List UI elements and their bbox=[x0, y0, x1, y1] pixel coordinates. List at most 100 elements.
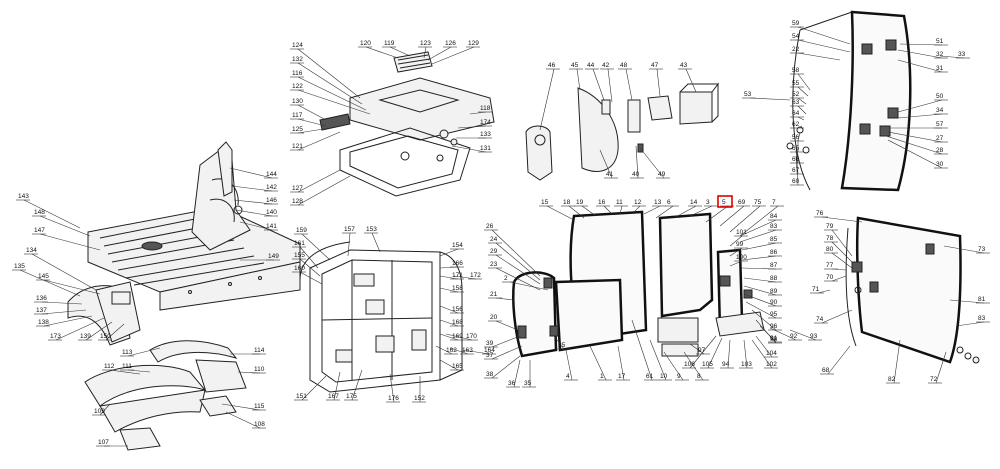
leader-line-38 bbox=[491, 355, 521, 379]
callout-57: 57 bbox=[936, 121, 944, 128]
callout-169: 169 bbox=[452, 333, 463, 340]
leader-line-103 bbox=[743, 339, 748, 369]
leader-line-136 bbox=[41, 301, 83, 305]
leader-line-71 bbox=[817, 289, 831, 294]
leader-line-21 bbox=[495, 297, 515, 301]
leader-line-11 bbox=[619, 205, 623, 215]
leader-line-29 bbox=[495, 254, 541, 285]
callout-2: 2 bbox=[504, 275, 508, 282]
callout-157: 157 bbox=[344, 226, 355, 233]
leader-line-165 bbox=[439, 359, 459, 371]
callout-83: 83 bbox=[978, 315, 986, 322]
callout-153: 153 bbox=[366, 226, 377, 233]
callout-77: 77 bbox=[826, 262, 834, 269]
leader-line-123 bbox=[423, 46, 427, 59]
callout-111: 111 bbox=[122, 363, 132, 370]
leader-line-93 bbox=[789, 329, 817, 341]
leader-line-116 bbox=[297, 76, 367, 111]
leader-line-113 bbox=[127, 347, 161, 357]
leader-line-49 bbox=[639, 147, 665, 179]
leader-line-89 bbox=[743, 285, 777, 296]
callout-83: 83 bbox=[770, 223, 778, 230]
callout-9: 9 bbox=[677, 373, 681, 380]
callout-151: 151 bbox=[296, 393, 307, 400]
callout-80: 80 bbox=[826, 246, 834, 253]
callout-141: 141 bbox=[266, 223, 277, 230]
leader-line-67 bbox=[795, 149, 799, 175]
callout-66: 66 bbox=[792, 156, 800, 163]
callout-85: 85 bbox=[770, 236, 778, 243]
callout-140: 140 bbox=[266, 209, 277, 216]
callout-149: 149 bbox=[268, 253, 279, 260]
leader-line-8 bbox=[683, 351, 704, 381]
callout-73: 73 bbox=[978, 246, 986, 253]
callout-1: 1 bbox=[600, 373, 604, 380]
leader-line-109 bbox=[99, 403, 111, 416]
leader-line-127 bbox=[297, 169, 341, 193]
leader-line-1 bbox=[589, 345, 607, 381]
callout-63: 63 bbox=[792, 99, 800, 106]
callout-18: 18 bbox=[563, 199, 571, 206]
callout-56: 56 bbox=[792, 134, 800, 141]
callout-60: 60 bbox=[792, 178, 800, 185]
callout-122: 122 bbox=[292, 83, 303, 90]
callout-30: 30 bbox=[936, 161, 944, 168]
leader-line-137 bbox=[41, 309, 87, 315]
callout-107: 107 bbox=[98, 439, 109, 446]
leader-line-63 bbox=[797, 105, 807, 115]
callout-86: 86 bbox=[770, 249, 778, 256]
callout-160: 160 bbox=[294, 265, 305, 272]
callout-37: 37 bbox=[486, 352, 494, 359]
callout-129: 129 bbox=[468, 40, 479, 47]
callout-136: 136 bbox=[36, 295, 47, 302]
leader-line-47 bbox=[656, 68, 661, 97]
callout-19: 19 bbox=[576, 199, 584, 206]
callout-100: 100 bbox=[736, 254, 747, 261]
callout-55: 55 bbox=[792, 80, 800, 87]
callout-79: 79 bbox=[826, 223, 834, 230]
callout-14: 14 bbox=[690, 199, 698, 206]
leader-line-158 bbox=[439, 287, 459, 293]
leader-line-134 bbox=[31, 253, 97, 291]
leader-line-122 bbox=[297, 89, 371, 115]
leader-line-7 bbox=[739, 205, 779, 237]
callout-50: 50 bbox=[936, 93, 944, 100]
leader-line-101 bbox=[729, 235, 743, 247]
callout-leaders bbox=[12, 26, 990, 447]
leader-line-143 bbox=[23, 199, 81, 229]
callout-91: 91 bbox=[770, 335, 778, 342]
leader-line-167 bbox=[333, 371, 341, 401]
leader-line-135 bbox=[19, 269, 81, 297]
rear-left-fender bbox=[67, 281, 141, 346]
callout-109: 109 bbox=[94, 408, 105, 415]
leader-line-155 bbox=[299, 258, 321, 277]
leader-line-105 bbox=[707, 337, 723, 369]
leader-line-172 bbox=[453, 275, 477, 280]
leader-line-150 bbox=[105, 323, 125, 341]
leader-line-10 bbox=[649, 339, 667, 381]
callout-117: 117 bbox=[292, 112, 303, 119]
leader-line-4 bbox=[565, 349, 573, 381]
callout-10: 10 bbox=[660, 373, 668, 380]
leader-line-39 bbox=[491, 335, 521, 348]
callout-59: 59 bbox=[792, 20, 800, 27]
callout-132: 132 bbox=[292, 56, 303, 63]
leader-line-44 bbox=[592, 68, 605, 101]
callout-115: 115 bbox=[254, 403, 265, 410]
callout-135: 135 bbox=[14, 263, 25, 270]
callout-69: 69 bbox=[738, 199, 746, 206]
callout-97: 97 bbox=[698, 347, 706, 354]
callout-61: 61 bbox=[646, 373, 654, 380]
leader-line-42 bbox=[607, 68, 613, 103]
leader-line-92 bbox=[769, 327, 797, 341]
leader-line-64 bbox=[797, 116, 805, 121]
callout-3: 3 bbox=[706, 199, 710, 206]
callout-108: 108 bbox=[254, 421, 265, 428]
callout-172: 172 bbox=[470, 272, 481, 279]
leader-line-112 bbox=[109, 369, 141, 375]
callout-65: 65 bbox=[792, 145, 800, 152]
leader-line-174 bbox=[457, 125, 487, 129]
leader-line-19 bbox=[581, 205, 597, 217]
leader-line-54 bbox=[797, 39, 851, 53]
